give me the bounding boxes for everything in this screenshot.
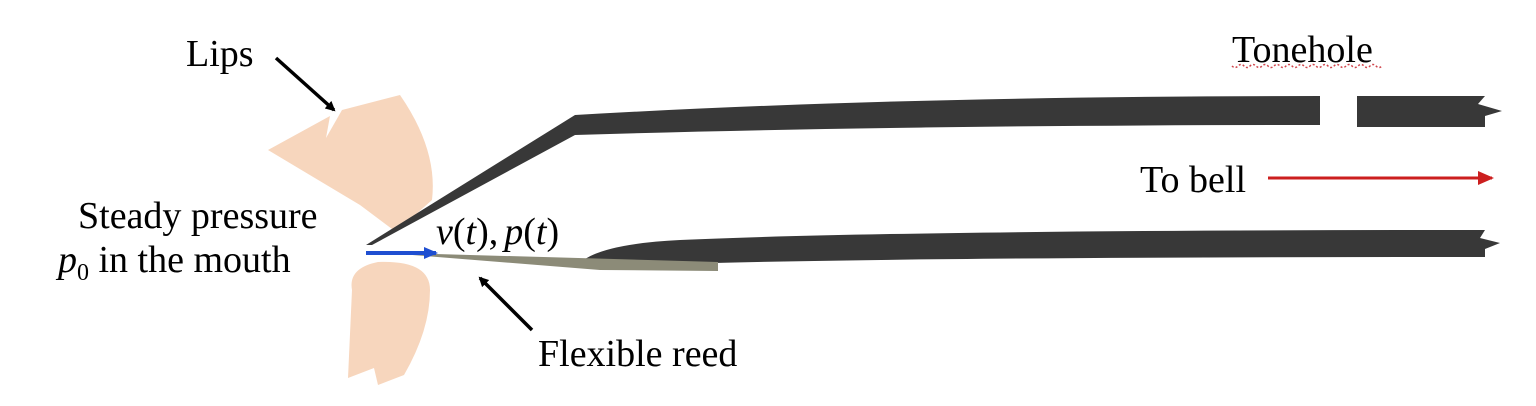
mouth-label-rest: in the mouth [89,239,291,281]
paren-open-2: ( [523,211,536,253]
lips-pointer-arrow [274,56,336,112]
upper-lip-shape [268,95,433,232]
mouth-pressure-label: p0 in the mouth [55,239,291,286]
lower-tube-wall [580,230,1500,268]
flexible-reed-label: Flexible reed [538,333,737,375]
p0-symbol: p [55,239,77,281]
paren-open-1: ( [453,211,466,253]
tonehole-underline [1231,63,1383,69]
lower-lip-shape [348,261,430,385]
tonehole-label: Tonehole [1232,29,1373,71]
flexible-reed-shape [400,253,718,271]
v-symbol: v [436,211,453,253]
to-bell-label: To bell [1140,159,1246,201]
paren-close-1: ), [476,211,498,253]
p-symbol: p [501,211,523,253]
upper-tube-wall [366,96,1320,245]
p0-subscript: 0 [77,260,89,286]
reed-pointer-arrow [478,276,534,332]
lips-label: Lips [186,33,254,75]
t-symbol-2: t [536,211,548,253]
paren-close-2: ) [546,211,559,253]
t-symbol-1: t [466,211,478,253]
steady-pressure-label: Steady pressure [78,195,318,237]
flow-variables-label: v(t),p(t) [436,211,559,253]
upper-tube-wall-after-tonehole [1357,96,1502,127]
